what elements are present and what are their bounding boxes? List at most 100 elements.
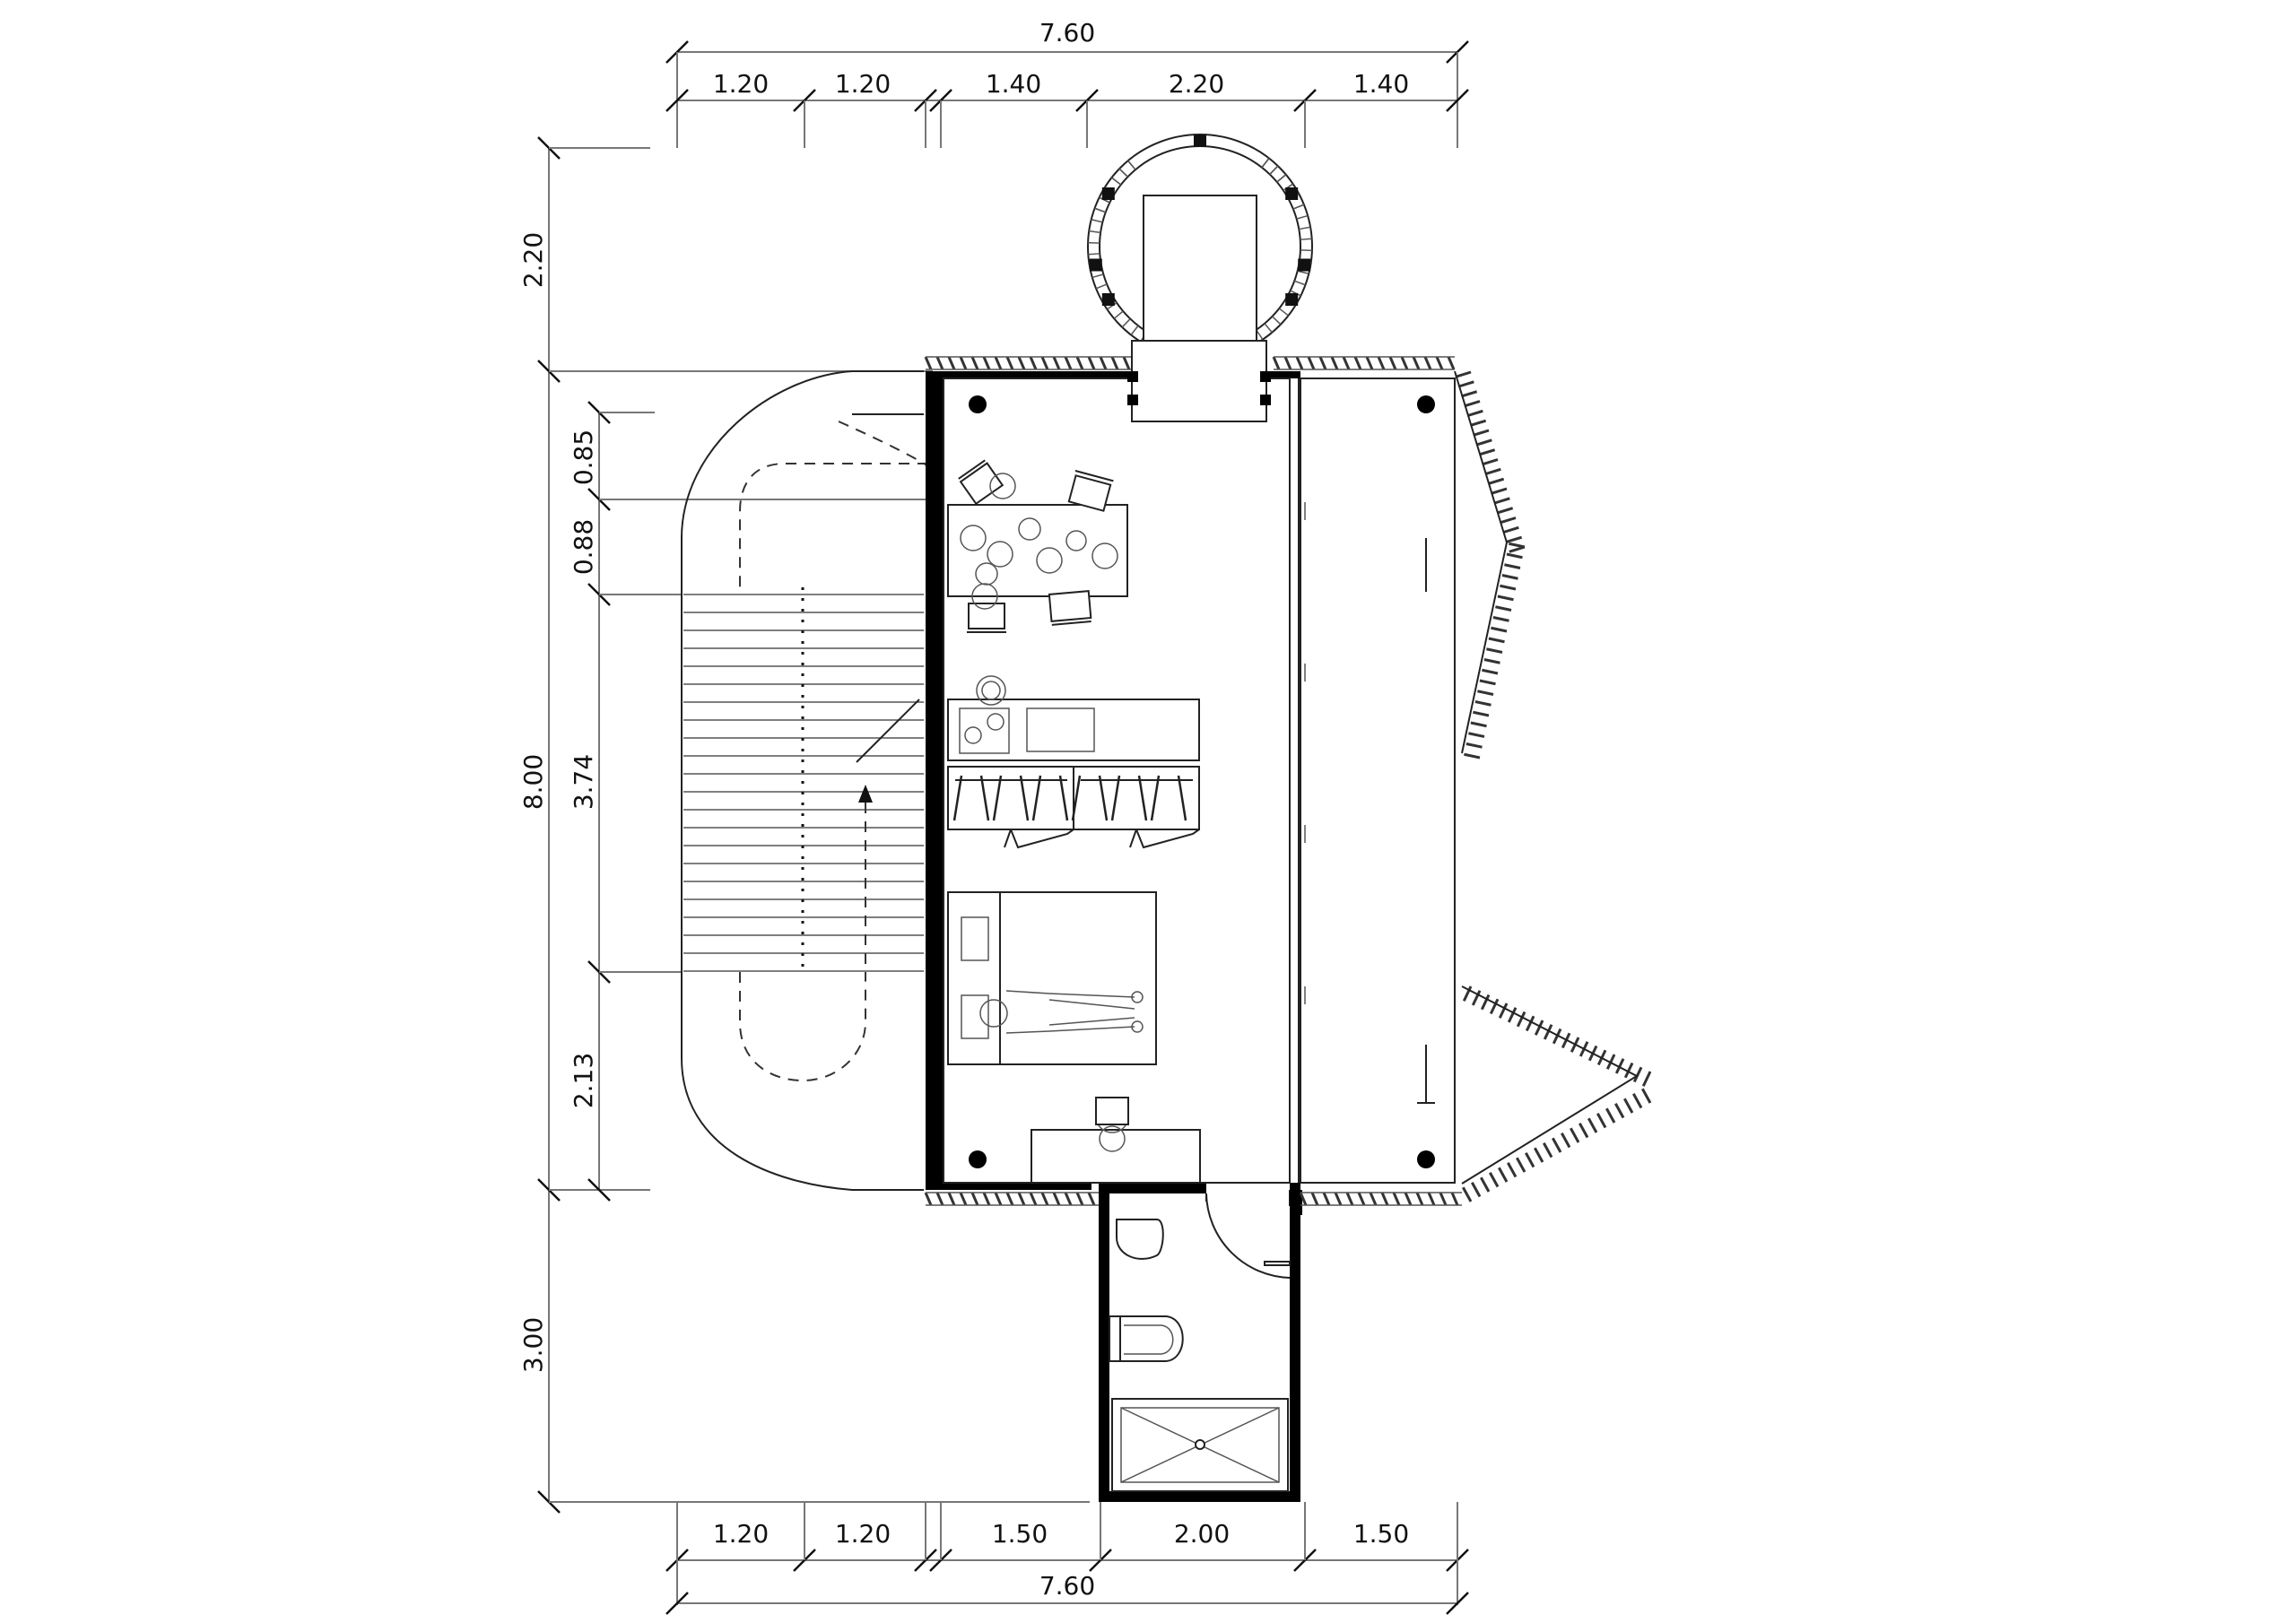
top-wall-hatching [924, 356, 1456, 370]
railing-tick [1121, 318, 1131, 328]
stair-treads [683, 587, 924, 972]
desk [1031, 1097, 1201, 1184]
hatch-mark [1471, 1182, 1482, 1198]
tower-post [1101, 293, 1115, 306]
hatch-mark [1075, 1192, 1084, 1206]
hatch-mark [1498, 1167, 1509, 1183]
hatch-mark [1450, 1192, 1459, 1206]
person-figure [979, 990, 1144, 1034]
hatch-mark [1482, 458, 1499, 466]
railing-tick [1261, 158, 1270, 169]
left-inner-dimension-chain: 0.85 0.88 3.74 2.13 [569, 401, 942, 1202]
hatch-mark [1357, 1192, 1366, 1206]
hatch-mark [1122, 356, 1131, 370]
hanger [1019, 775, 1030, 821]
hatch-mark [1330, 356, 1339, 370]
hatch-mark [1299, 1192, 1308, 1206]
hatch-mark [1365, 356, 1374, 370]
hatch-mark [1087, 1192, 1096, 1206]
hatch-mark [1552, 1028, 1562, 1045]
hatch-mark [1455, 370, 1472, 378]
tower-post [1101, 187, 1115, 200]
railing-tick [1106, 302, 1118, 310]
hatch-mark [1578, 1123, 1589, 1139]
tower-posts [1089, 135, 1311, 306]
hanger [952, 775, 963, 821]
hatch-mark [1415, 1192, 1424, 1206]
hatch-mark [1064, 356, 1073, 370]
hatch-mark [1483, 658, 1500, 664]
hatch-mark [1473, 710, 1490, 717]
railing-tick [1118, 168, 1128, 178]
hatch-mark [1489, 1172, 1500, 1188]
hanger [1098, 775, 1109, 821]
hatch-mark [982, 1192, 991, 1206]
hatch-mark [1462, 985, 1473, 1002]
left-dimension-0-85: 0.85 [569, 430, 598, 485]
hatch-mark [1488, 637, 1505, 644]
hatch-mark [1465, 742, 1483, 749]
railing-tick [1264, 323, 1273, 334]
hanger [1110, 775, 1121, 821]
stair-enclosure [681, 370, 929, 1191]
hatch-mark [1614, 1058, 1625, 1074]
hatch-mark [1087, 356, 1096, 370]
hatch-mark [1516, 1157, 1526, 1173]
hatch-mark [1272, 356, 1281, 370]
hatch-mark [1392, 1192, 1401, 1206]
hatch-mark [1491, 626, 1508, 633]
hatch-mark [1498, 1002, 1509, 1019]
hatch-mark [1439, 1192, 1448, 1206]
hatch-mark [1473, 429, 1490, 437]
hatch-mark [1632, 1066, 1643, 1083]
hatch-mark [1587, 1117, 1598, 1133]
hatch-mark [1479, 448, 1496, 456]
railing-tick [1089, 230, 1101, 234]
bottom-dimension-2: 1.20 [835, 1519, 891, 1549]
terrace [1300, 370, 1639, 1185]
tower-post [1285, 187, 1299, 200]
hatch-mark [1501, 574, 1518, 580]
hatch-mark [1380, 1192, 1389, 1206]
bathroom-wall-left [1099, 1183, 1109, 1502]
top-dimension-1: 1.20 [713, 69, 769, 99]
hanger [979, 775, 990, 821]
hatch-mark [1307, 356, 1316, 370]
hatch-mark [1005, 356, 1014, 370]
hatch-mark [1412, 356, 1421, 370]
railing-tick [1091, 273, 1104, 279]
hatch-mark [1295, 356, 1304, 370]
hatch-mark [1525, 1152, 1535, 1168]
wardrobe-hangers [952, 775, 1187, 821]
entrance-tower [1087, 134, 1313, 422]
hatch-mark [1480, 994, 1491, 1011]
tower-post [1089, 258, 1102, 272]
hatch-mark [1623, 1062, 1634, 1079]
hatch-mark [1400, 356, 1409, 370]
hatch-mark [1029, 1192, 1038, 1206]
railing-tick [1292, 204, 1305, 210]
hatch-mark [1423, 356, 1432, 370]
hatch-mark [935, 356, 944, 370]
hatch-mark [1561, 1133, 1571, 1149]
hatch-mark [1489, 998, 1500, 1015]
hatch-mark [1040, 1192, 1049, 1206]
hatch-mark [1543, 1142, 1553, 1159]
hatch-mark [1464, 400, 1481, 408]
hatch-mark [1369, 1192, 1378, 1206]
hatch-mark [1029, 356, 1038, 370]
hatch-mark [1468, 732, 1485, 738]
right-terrace-hatching [1455, 370, 1652, 1202]
hatch-mark [1509, 542, 1526, 549]
hatch-mark [1470, 419, 1487, 427]
wardrobe [947, 766, 1200, 849]
hatch-mark [970, 1192, 979, 1206]
hanger [1150, 775, 1161, 821]
hatch-mark [1504, 563, 1521, 569]
hatch-mark [1283, 356, 1292, 370]
hatch-mark [924, 1192, 933, 1206]
hatch-mark [1447, 356, 1456, 370]
hanger [1071, 775, 1082, 821]
hatch-mark [1641, 1088, 1652, 1104]
hatch-mark [1052, 356, 1061, 370]
